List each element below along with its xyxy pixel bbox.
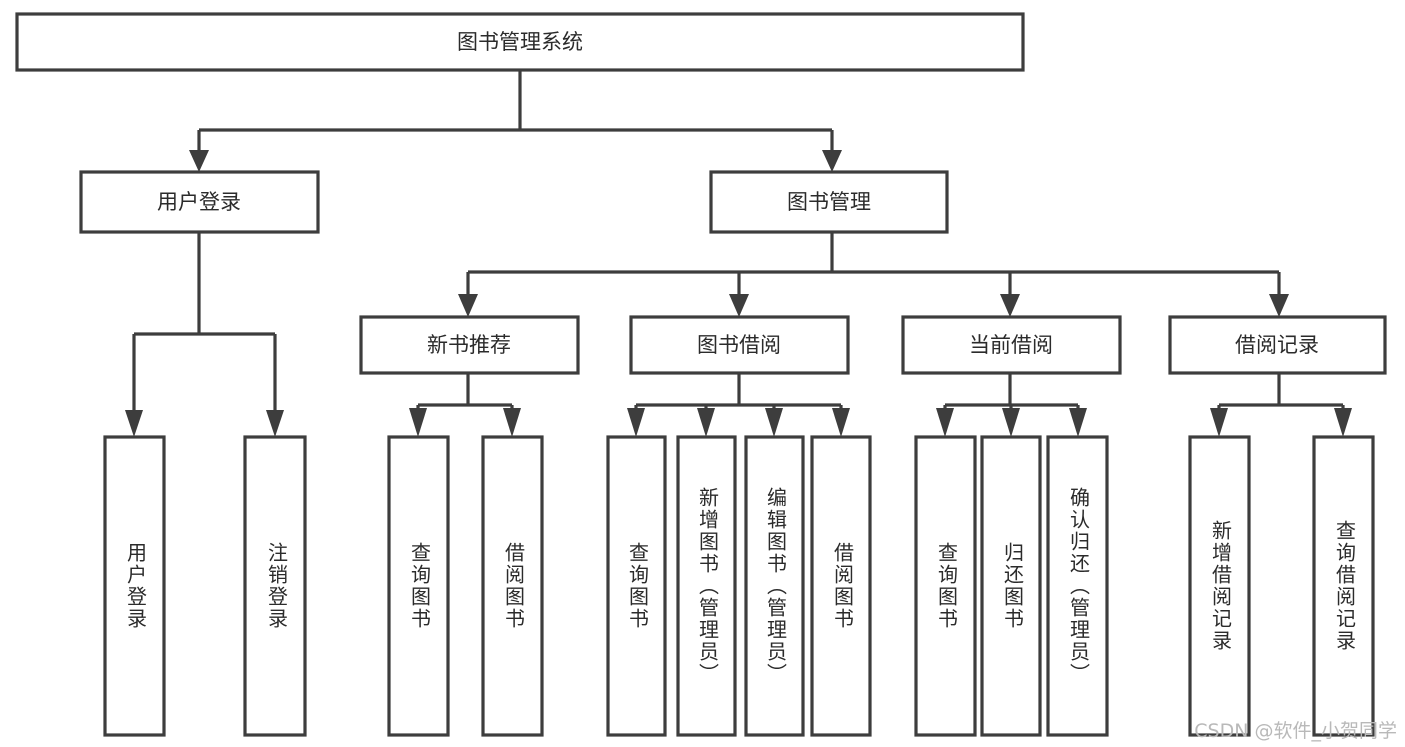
leaf-query-book-2[interactable]: 查询图书	[606, 435, 667, 737]
leaf-add-borrow-record-box[interactable]	[1188, 435, 1251, 737]
leaf-return-book-label: 归还图书	[1001, 542, 1025, 630]
arrowhead-leaf-user-login	[125, 410, 143, 437]
leaf-add-book-admin-box[interactable]	[676, 435, 737, 737]
leaf-add-borrow-record[interactable]: 新增借阅记录	[1188, 435, 1251, 737]
node-current-borrow[interactable]: 当前借阅	[901, 315, 1122, 375]
node-user-login[interactable]: 用户登录	[79, 170, 320, 234]
arrowhead-record	[1269, 294, 1289, 317]
arrowhead-leaf-query-book-1	[409, 408, 427, 437]
leaf-add-borrow-record-label: 新增借阅记录	[1209, 520, 1233, 652]
arrowhead-leaf-borrow-book-2	[832, 408, 850, 437]
leaf-query-book-2-label: 查询图书	[626, 542, 650, 630]
node-book-management-label: 图书管理	[787, 190, 871, 214]
node-borrow-record[interactable]: 借阅记录	[1168, 315, 1387, 375]
leaf-borrow-book-1[interactable]: 借阅图书	[481, 435, 544, 737]
edge-layer	[125, 70, 1352, 437]
arrowhead-leaf-borrow-book-1	[503, 408, 521, 437]
leaf-borrow-book-2-box[interactable]	[810, 435, 872, 737]
leaf-user-login[interactable]: 用户登录	[103, 435, 166, 737]
node-book-borrow-label: 图书借阅	[697, 333, 781, 357]
leaf-add-book-admin-label: 新增图书（管理员）	[696, 487, 720, 685]
leaf-confirm-return-admin-box[interactable]	[1046, 435, 1109, 737]
node-root-label: 图书管理系统	[457, 30, 583, 54]
node-book-borrow[interactable]: 图书借阅	[629, 315, 850, 375]
leaf-borrow-book-2[interactable]: 借阅图书	[810, 435, 872, 737]
leaf-logout-label: 注销登录	[265, 542, 289, 630]
leaf-query-book-3-label: 查询图书	[935, 542, 959, 630]
arrowhead-leaf-add-book	[697, 408, 715, 437]
leaf-edit-book-admin[interactable]: 编辑图书（管理员）	[744, 435, 805, 737]
leaf-query-book-1-label: 查询图书	[408, 542, 432, 630]
node-book-borrow-box[interactable]	[629, 315, 850, 375]
arrowhead-leaf-edit-book	[765, 408, 783, 437]
node-user-login-box[interactable]	[79, 170, 320, 234]
node-current-borrow-box[interactable]	[901, 315, 1122, 375]
leaf-query-book-1-box[interactable]	[387, 435, 450, 737]
arrowhead-leaf-query-record	[1334, 408, 1352, 437]
arrowhead-leaf-return-book	[1002, 408, 1020, 437]
leaf-confirm-return-admin-label: 确认归还（管理员）	[1067, 487, 1091, 685]
arrowhead-leaf-query-book-2	[627, 408, 645, 437]
node-user-login-label: 用户登录	[157, 190, 241, 214]
leaf-edit-book-admin-label: 编辑图书（管理员）	[764, 487, 788, 685]
leaf-query-book-2-box[interactable]	[606, 435, 667, 737]
leaf-query-book-3[interactable]: 查询图书	[914, 435, 977, 737]
node-new-book-recommend[interactable]: 新书推荐	[359, 315, 580, 375]
arrowhead-current	[1000, 294, 1020, 317]
node-root-box[interactable]	[15, 12, 1025, 72]
leaf-borrow-book-1-label: 借阅图书	[502, 542, 526, 630]
leaf-query-borrow-record[interactable]: 查询借阅记录	[1312, 435, 1375, 737]
leaf-logout[interactable]: 注销登录	[243, 435, 307, 737]
leaf-borrow-book-2-label: 借阅图书	[831, 542, 855, 630]
arrowhead-userlogin	[189, 150, 209, 172]
leaf-user-login-box[interactable]	[103, 435, 166, 737]
leaf-return-book-box[interactable]	[980, 435, 1042, 737]
arrowhead-leaf-query-book-3	[936, 408, 954, 437]
node-new-book-recommend-box[interactable]	[359, 315, 580, 375]
leaf-borrow-book-1-box[interactable]	[481, 435, 544, 737]
node-borrow-record-box[interactable]	[1168, 315, 1387, 375]
arrowhead-leaf-add-record	[1210, 408, 1228, 437]
arrowhead-newbook	[458, 294, 478, 317]
leaf-logout-box[interactable]	[243, 435, 307, 737]
arrowhead-leaf-confirm-return	[1069, 408, 1087, 437]
node-borrow-record-label: 借阅记录	[1235, 333, 1319, 357]
arrowhead-bookmgmt	[822, 150, 842, 172]
leaf-return-book[interactable]: 归还图书	[980, 435, 1042, 737]
leaf-query-book-1[interactable]: 查询图书	[387, 435, 450, 737]
arrowhead-borrow	[729, 294, 749, 317]
node-root[interactable]: 图书管理系统	[15, 12, 1025, 72]
leaf-query-borrow-record-box[interactable]	[1312, 435, 1375, 737]
leaf-query-borrow-record-label: 查询借阅记录	[1333, 520, 1357, 652]
node-new-book-recommend-label: 新书推荐	[427, 333, 511, 357]
node-book-management[interactable]: 图书管理	[709, 170, 949, 234]
leaf-user-login-label: 用户登录	[124, 542, 148, 630]
leaf-add-book-admin[interactable]: 新增图书（管理员）	[676, 435, 737, 737]
node-current-borrow-label: 当前借阅	[969, 333, 1053, 357]
leaf-query-book-3-box[interactable]	[914, 435, 977, 737]
arrowhead-leaf-logout	[266, 410, 284, 437]
node-book-management-box[interactable]	[709, 170, 949, 234]
leaf-confirm-return-admin[interactable]: 确认归还（管理员）	[1046, 435, 1109, 737]
leaf-edit-book-admin-box[interactable]	[744, 435, 805, 737]
